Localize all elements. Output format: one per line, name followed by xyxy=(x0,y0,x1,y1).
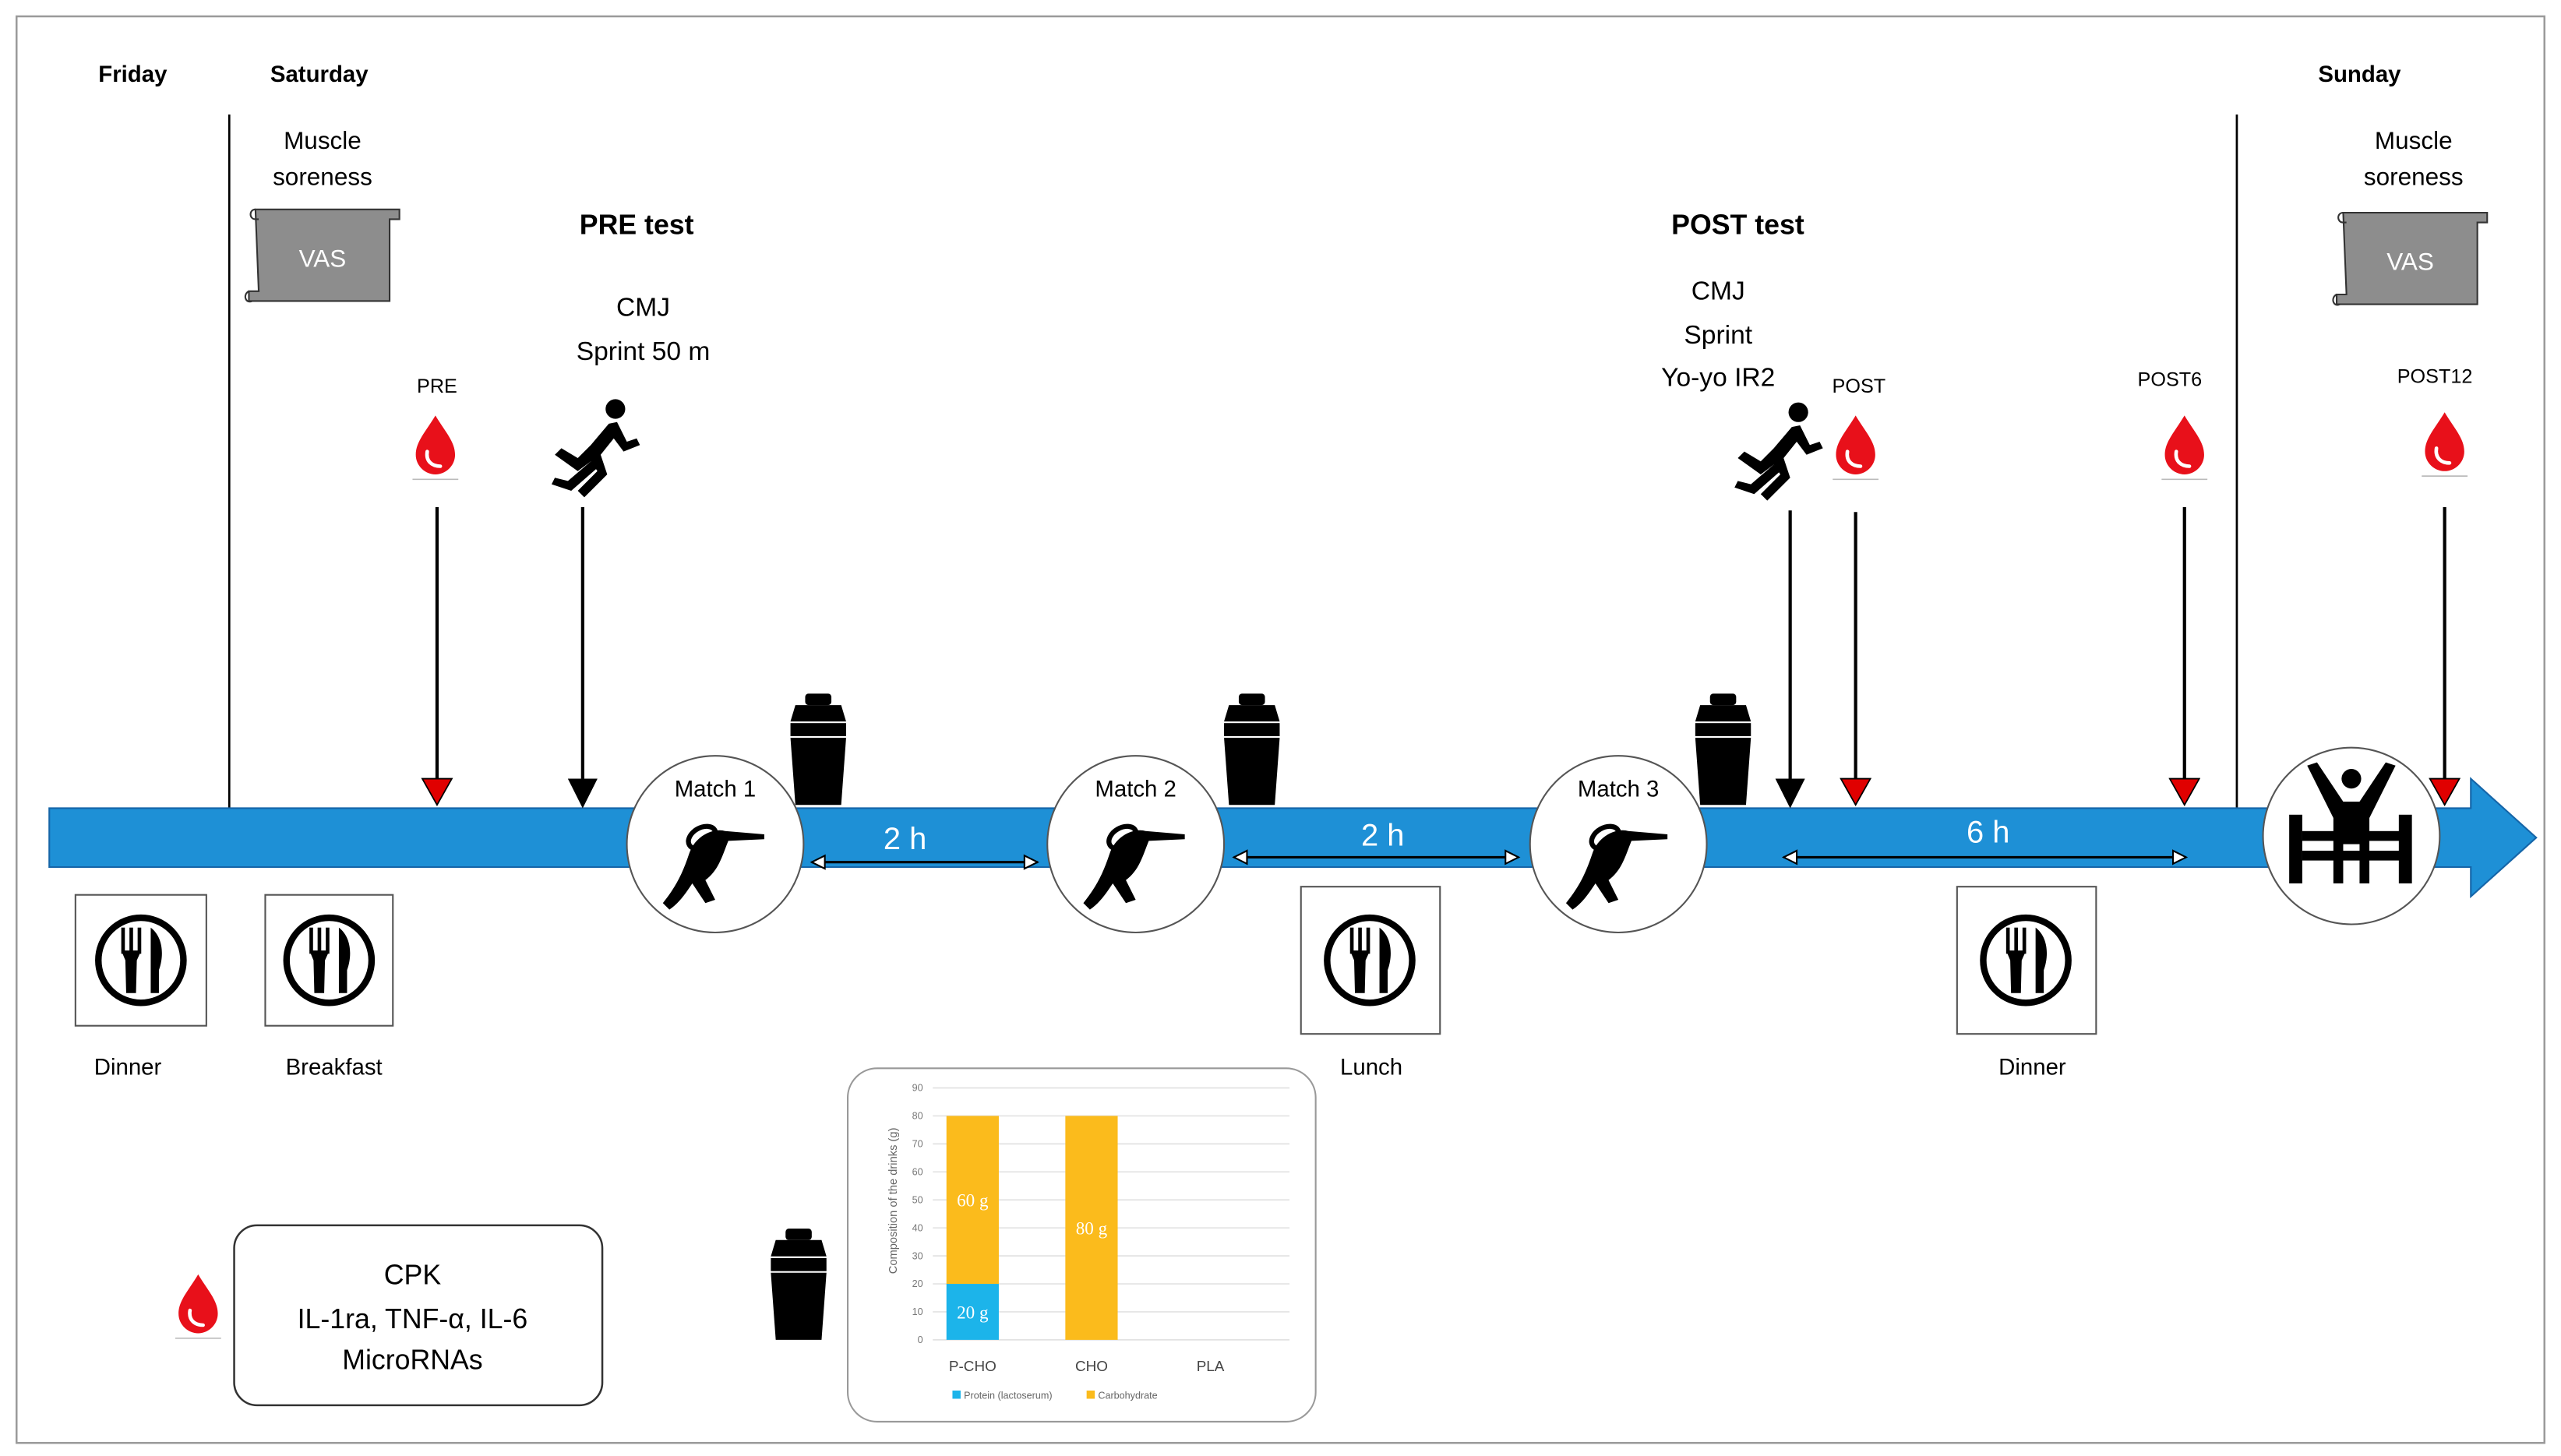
chart-y-tick-label: 10 xyxy=(912,1306,923,1317)
chart-y-tick-label: 50 xyxy=(912,1194,923,1205)
blood-sample-marker xyxy=(421,777,453,806)
blood-sample-label-post12: POST12 xyxy=(2397,365,2473,387)
chart-bar-segment xyxy=(946,1284,999,1340)
blood-sample-marker xyxy=(2168,777,2201,806)
interval-label: 2 h xyxy=(884,822,926,856)
legend-swatch-carbohydrate xyxy=(1086,1391,1095,1399)
match-2-node: Match 2 xyxy=(1047,756,1224,932)
blood-drop-icon xyxy=(412,415,458,479)
interval-arrow xyxy=(1781,849,2189,865)
chart-x-tick-label: P-CHO xyxy=(949,1359,997,1375)
post-test-item: Yo-yo IR2 xyxy=(1661,364,1775,393)
blood-sample-label-pre: PRE xyxy=(417,375,457,397)
biomarker-line: CPK xyxy=(384,1260,442,1291)
meal-dinner-friday: Dinner xyxy=(74,894,207,1081)
meal-lunch: Lunch xyxy=(1300,886,1441,1081)
shaker-bottle-icon xyxy=(771,1229,827,1340)
chart-y-tick-label: 30 xyxy=(912,1250,923,1261)
pre-test-title: PRE test xyxy=(580,209,694,240)
interval-label: 6 h xyxy=(1967,816,2009,850)
diagram-frame xyxy=(15,15,2546,1444)
meal-breakfast: Breakfast xyxy=(264,894,394,1081)
test-arrow xyxy=(1775,510,1805,809)
muscle-soreness-label: soreness xyxy=(2364,162,2464,190)
chart-x-tick-label: PLA xyxy=(1197,1359,1225,1375)
meal-label: Dinner xyxy=(1998,1055,2066,1081)
biomarker-line: IL-1ra, TNF-α, IL-6 xyxy=(298,1303,528,1334)
chart-data-label: 60 g xyxy=(957,1190,989,1211)
pre-test-item: Sprint 50 m xyxy=(577,337,711,366)
day-label-saturday: Saturday xyxy=(270,62,369,87)
match-1-node: Match 1 xyxy=(627,756,804,932)
chart-y-tick-label: 70 xyxy=(912,1139,923,1150)
legend-swatch-protein xyxy=(952,1391,961,1399)
legend-label-protein: Protein (lactoserum) xyxy=(964,1391,1052,1401)
chart-y-tick-label: 0 xyxy=(918,1334,923,1345)
vas-scroll-icon: VAS xyxy=(244,208,400,303)
meal-label: Lunch xyxy=(1340,1055,1402,1081)
match-label: Match 2 xyxy=(1095,777,1176,802)
shaker-bottle-icon xyxy=(1224,693,1280,806)
blood-drop-icon xyxy=(2161,415,2207,479)
chart-y-tick-label: 90 xyxy=(912,1083,923,1094)
bed-person-icon xyxy=(2289,762,2412,883)
shaker-bottle-icon xyxy=(1695,693,1751,806)
vas-label: VAS xyxy=(299,244,347,272)
runner-icon xyxy=(1734,402,1823,501)
chart-data-label: 20 g xyxy=(957,1302,989,1322)
test-marker xyxy=(1775,778,1805,809)
chart-y-axis-label: Composition of the drinks (g) xyxy=(887,1128,900,1274)
blood-drop-icon xyxy=(2422,412,2468,476)
day-label-friday: Friday xyxy=(98,62,168,87)
post-test-item: CMJ xyxy=(1691,277,1745,305)
interval-arrow xyxy=(810,854,1039,870)
blood-sample-label-post: POST xyxy=(1833,375,1886,397)
day-label-sunday: Sunday xyxy=(2318,62,2401,87)
muscle-soreness-label: soreness xyxy=(273,162,372,190)
blood-sample-arrow xyxy=(2429,507,2460,806)
blood-sample-marker xyxy=(1840,777,1871,806)
blood-sample-label-post6: POST6 xyxy=(2138,369,2203,391)
chart-bar-segment xyxy=(1065,1116,1118,1340)
meal-label: Breakfast xyxy=(286,1055,383,1081)
vas-scroll-icon: VAS xyxy=(2332,211,2489,306)
timeline-arrow xyxy=(48,777,2538,899)
blood-sample-arrow xyxy=(2168,507,2201,806)
chart-bar-segment xyxy=(946,1116,999,1285)
meal-dinner-saturday: Dinner xyxy=(1956,886,2097,1081)
meal-label: Dinner xyxy=(94,1055,162,1081)
muscle-soreness-label: Muscle xyxy=(2375,126,2453,154)
chart-data-label: 80 g xyxy=(1076,1218,1108,1239)
blood-sample-arrow xyxy=(1840,512,1871,806)
biomarker-box: CPK IL-1ra, TNF-α, IL-6 MicroRNAs xyxy=(233,1224,604,1407)
blood-drop-icon xyxy=(1833,415,1878,479)
chart-y-tick-label: 20 xyxy=(912,1278,923,1289)
post-test-title: POST test xyxy=(1671,209,1804,240)
pre-test-item: CMJ xyxy=(616,293,670,322)
blood-drop-icon xyxy=(175,1274,221,1338)
chart-y-tick-label: 80 xyxy=(912,1111,923,1122)
interval-arrow xyxy=(1232,849,1521,865)
runner-icon xyxy=(551,399,640,498)
chart-x-tick-label: CHO xyxy=(1075,1359,1108,1375)
chart-y-tick-label: 40 xyxy=(912,1222,923,1233)
muscle-soreness-label: Muscle xyxy=(284,126,362,154)
biomarker-line: MicroRNAs xyxy=(342,1345,482,1376)
match-3-node: Match 3 xyxy=(1530,756,1707,932)
chart-y-tick-label: 60 xyxy=(912,1167,923,1178)
interval-label: 2 h xyxy=(1361,819,1404,853)
match-label: Match 1 xyxy=(675,777,757,802)
test-marker xyxy=(567,778,598,809)
drink-composition-chart: Composition of the drinks (g) 0 10 20 30 40 5… xyxy=(847,1067,1317,1423)
test-arrow xyxy=(567,507,598,809)
shaker-bottle-icon xyxy=(790,693,846,806)
blood-sample-marker xyxy=(2429,777,2460,806)
recovery-node xyxy=(2262,746,2441,925)
blood-sample-arrow xyxy=(421,507,453,806)
vas-label: VAS xyxy=(2386,248,2434,276)
post-test-item: Sprint xyxy=(1684,321,1752,350)
legend-label-carbohydrate: Carbohydrate xyxy=(1098,1391,1157,1401)
match-label: Match 3 xyxy=(1578,777,1660,802)
